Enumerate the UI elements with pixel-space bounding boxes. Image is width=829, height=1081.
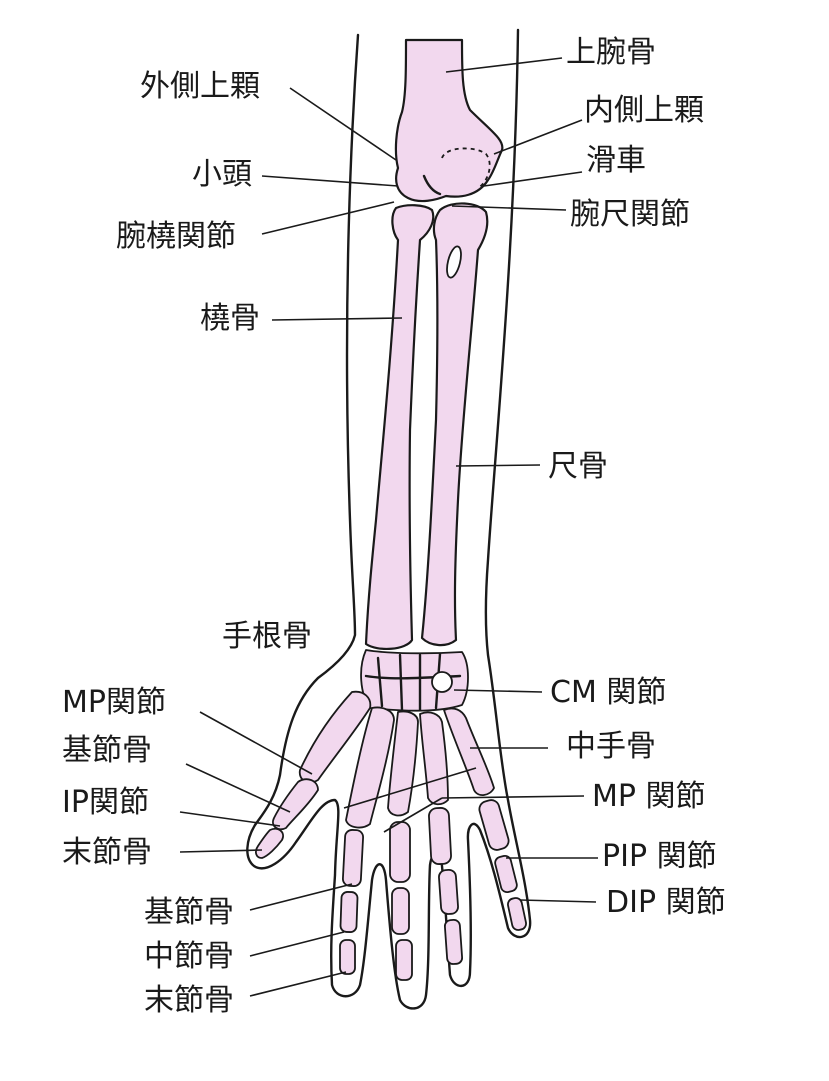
ulna-bone	[420, 202, 489, 647]
radius-bone	[364, 204, 435, 650]
label-medial-epicondyle: 内側上顆	[584, 93, 704, 128]
ring-metacarpal	[419, 711, 449, 806]
label-thumb-distal-phalanx: 末節骨	[62, 835, 152, 870]
label-finger-middle-phalanx: 中節骨	[144, 939, 234, 974]
label-metacarpal: 中手骨	[566, 729, 656, 764]
label-finger-mp-joint: MP 関節	[592, 779, 706, 814]
label-humeroulnar-joint: 腕尺関節	[570, 197, 690, 232]
trochlea-outline	[441, 147, 491, 189]
middle-metacarpal	[387, 710, 419, 817]
label-thumb-proximal-phalanx: 基節骨	[62, 733, 152, 768]
little-metacarpal	[443, 707, 495, 796]
label-finger-proximal-phalanx: 基節骨	[144, 895, 234, 930]
label-capitulum: 小頭	[192, 157, 252, 192]
label-radius: 橈骨	[200, 301, 260, 336]
label-cm-joint: CM 関節	[550, 675, 667, 710]
label-thumb-ip-joint: IP関節	[62, 785, 149, 820]
label-finger-distal-phalanx: 末節骨	[144, 983, 234, 1018]
label-ulna: 尺骨	[548, 449, 608, 484]
index-metacarpal	[345, 706, 395, 829]
label-humerus: 上腕骨	[566, 35, 656, 70]
label-thumb-mp-joint: MP関節	[62, 685, 166, 720]
label-pip-joint: PIP 関節	[602, 839, 717, 874]
label-carpals: 手根骨	[222, 619, 312, 654]
label-trochlea: 滑車	[586, 143, 646, 178]
label-lateral-epicondyle: 外側上顆	[140, 69, 260, 104]
thumb-distal-phalanx	[255, 827, 284, 859]
thumb-metacarpal	[298, 690, 372, 784]
arm-outline	[246, 28, 532, 1010]
humerus-bone	[394, 38, 504, 203]
label-dip-joint: DIP 関節	[606, 885, 726, 920]
label-humeroradial-joint: 腕橈関節	[116, 219, 236, 254]
